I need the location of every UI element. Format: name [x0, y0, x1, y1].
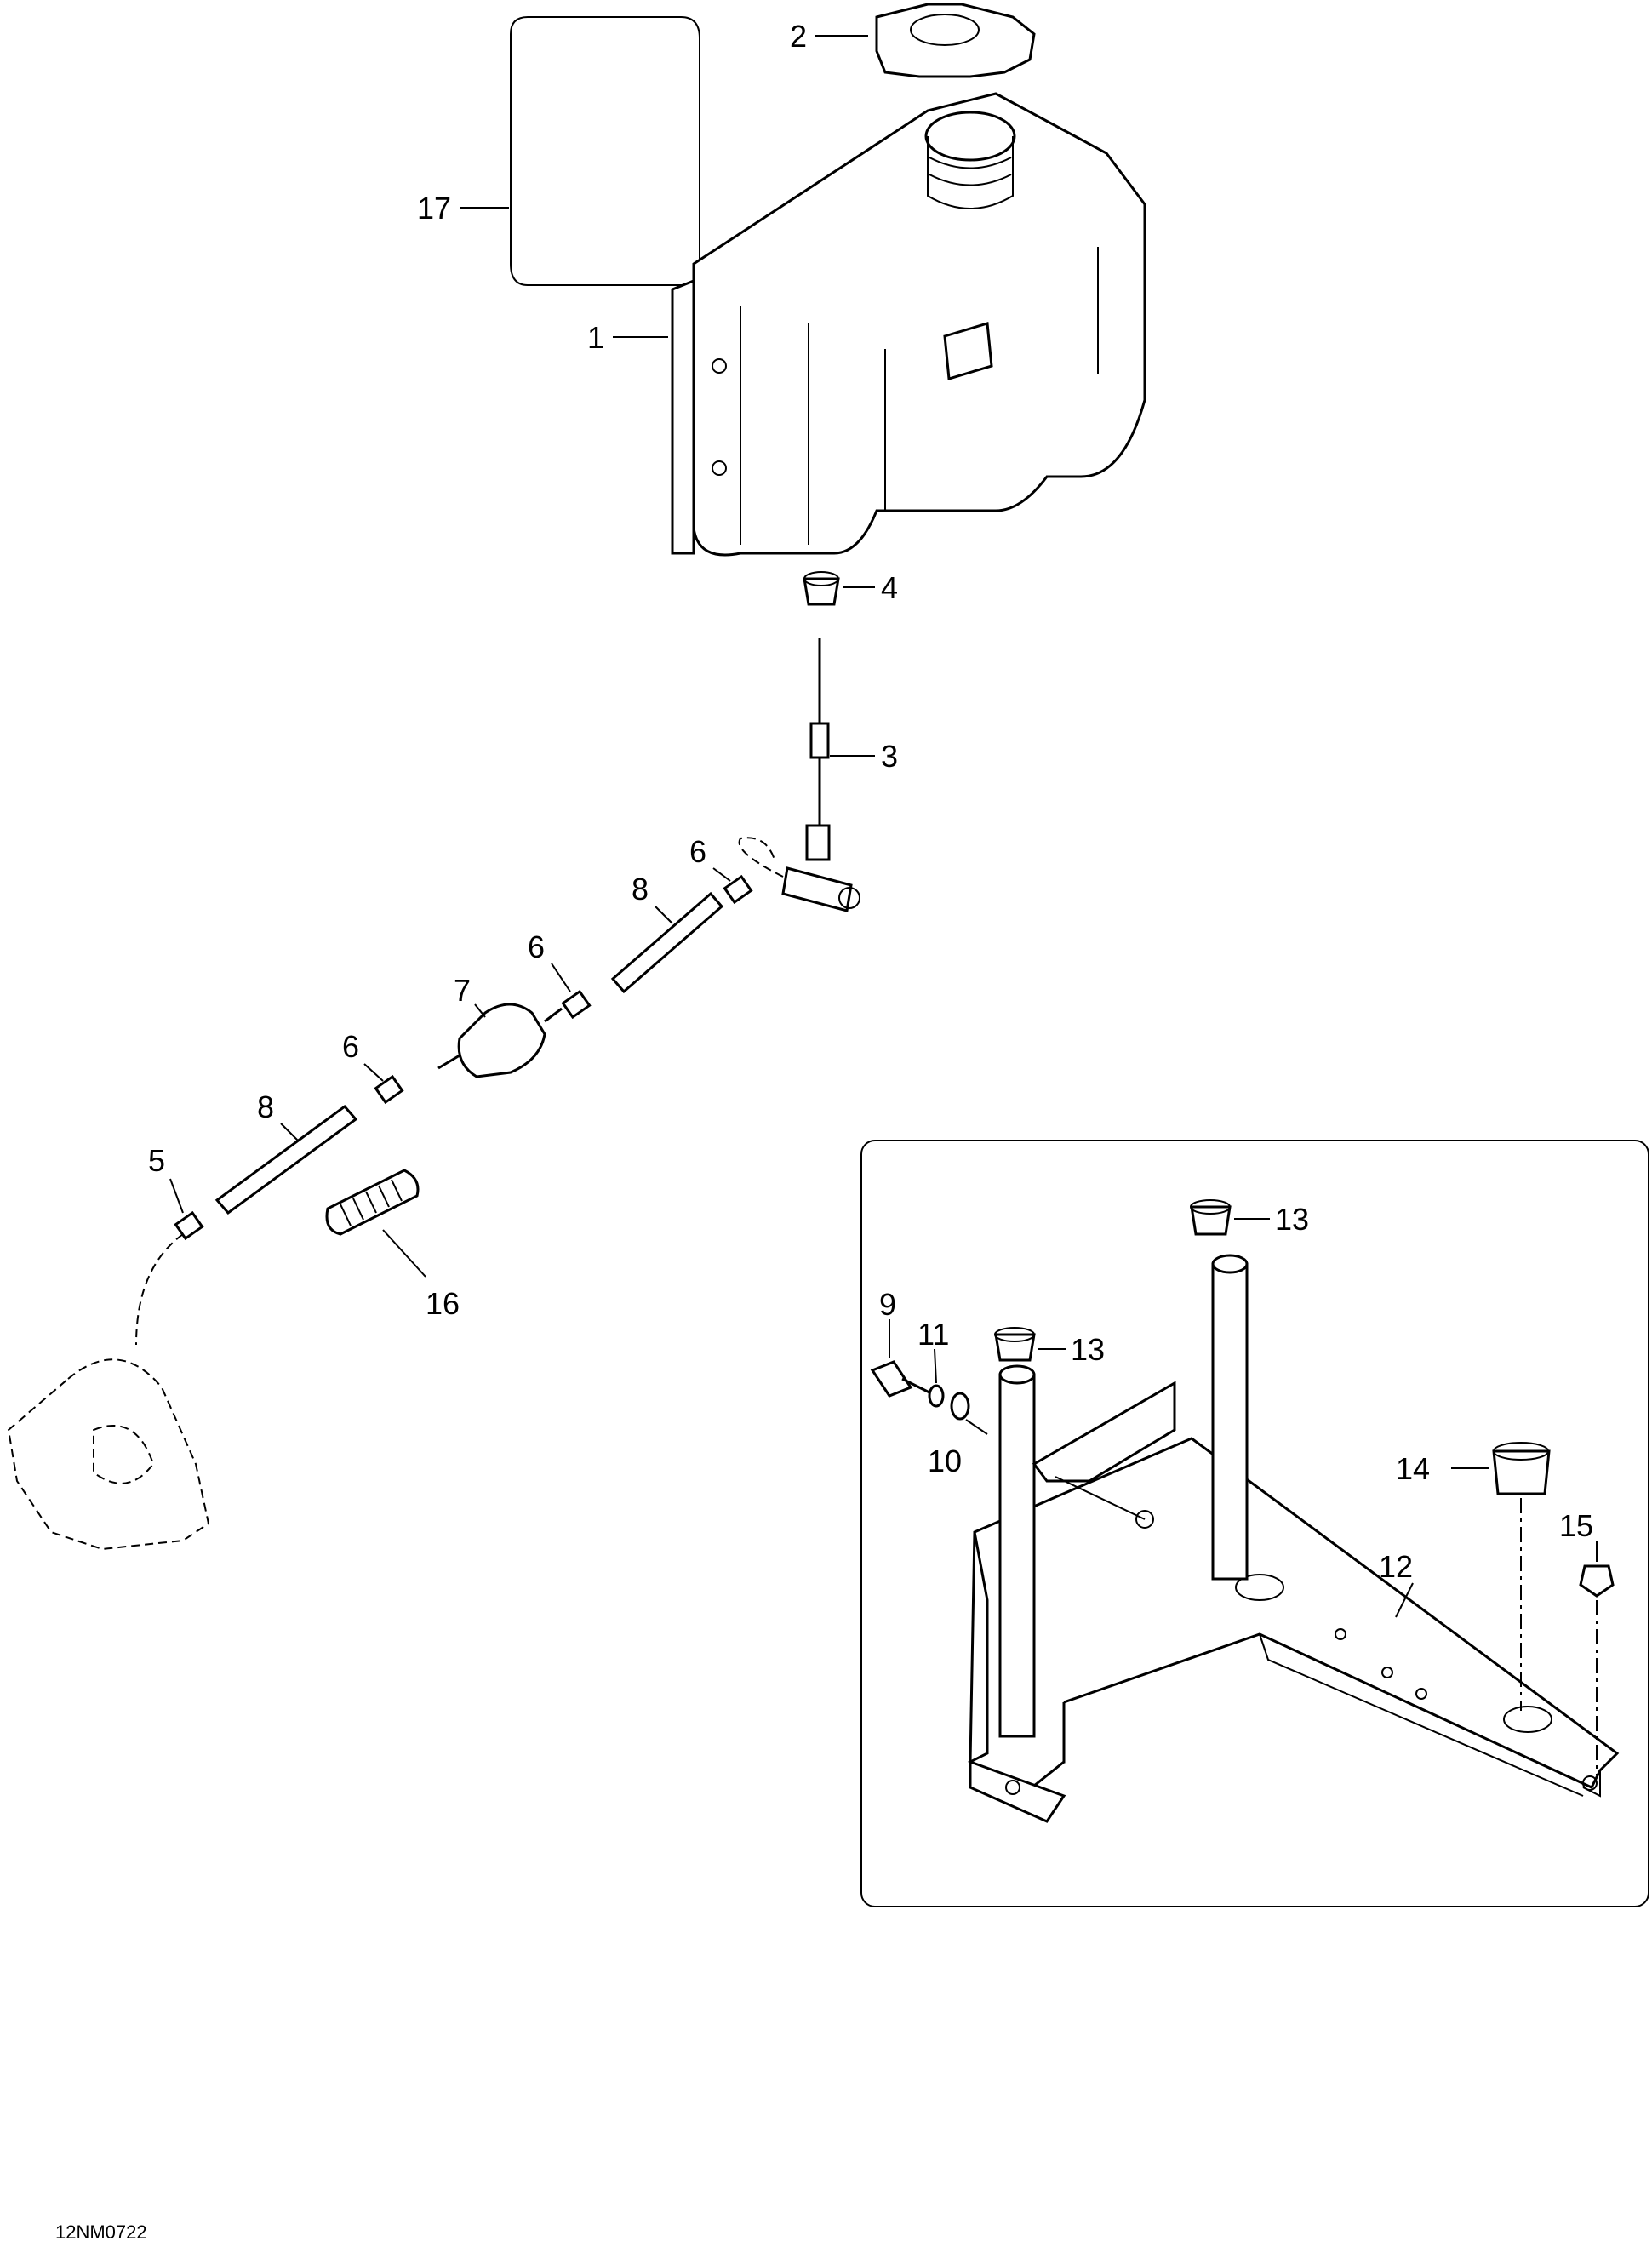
callout-6: 6	[342, 1029, 359, 1064]
callout-1: 1	[587, 320, 604, 355]
callout-14: 14	[1396, 1451, 1430, 1486]
callout-7: 7	[454, 973, 471, 1008]
carburetor-reference	[7, 1358, 210, 1551]
callout-8: 8	[257, 1089, 274, 1124]
callout-3: 3	[881, 739, 898, 774]
callout-13: 13	[1275, 1202, 1309, 1237]
callout-11: 11	[917, 1317, 949, 1352]
fuel-tank-part	[613, 92, 1146, 557]
diagram-code: 12NM0722	[55, 2221, 147, 2243]
grommet-part	[803, 571, 875, 606]
spring-part	[325, 1169, 426, 1278]
callout-9: 9	[879, 1287, 896, 1322]
callout-12: 12	[1379, 1549, 1413, 1584]
callout-15: 15	[1559, 1508, 1593, 1543]
callout-4: 4	[881, 570, 898, 605]
callout-6: 6	[528, 929, 545, 964]
callout-8: 8	[632, 872, 649, 906]
callout-5: 5	[148, 1143, 165, 1178]
callout-13: 13	[1071, 1332, 1105, 1367]
callout-16: 16	[426, 1286, 460, 1321]
callout-2: 2	[790, 19, 807, 54]
callout-6: 6	[689, 834, 706, 869]
decal-part	[460, 16, 700, 286]
fuel-line-assembly	[135, 867, 753, 1346]
inset-panel	[860, 1140, 1649, 1907]
callout-17: 17	[417, 191, 451, 226]
callout-10: 10	[928, 1444, 962, 1478]
fuel-cap-part	[815, 3, 1036, 78]
fuel-valve-part	[738, 638, 875, 912]
